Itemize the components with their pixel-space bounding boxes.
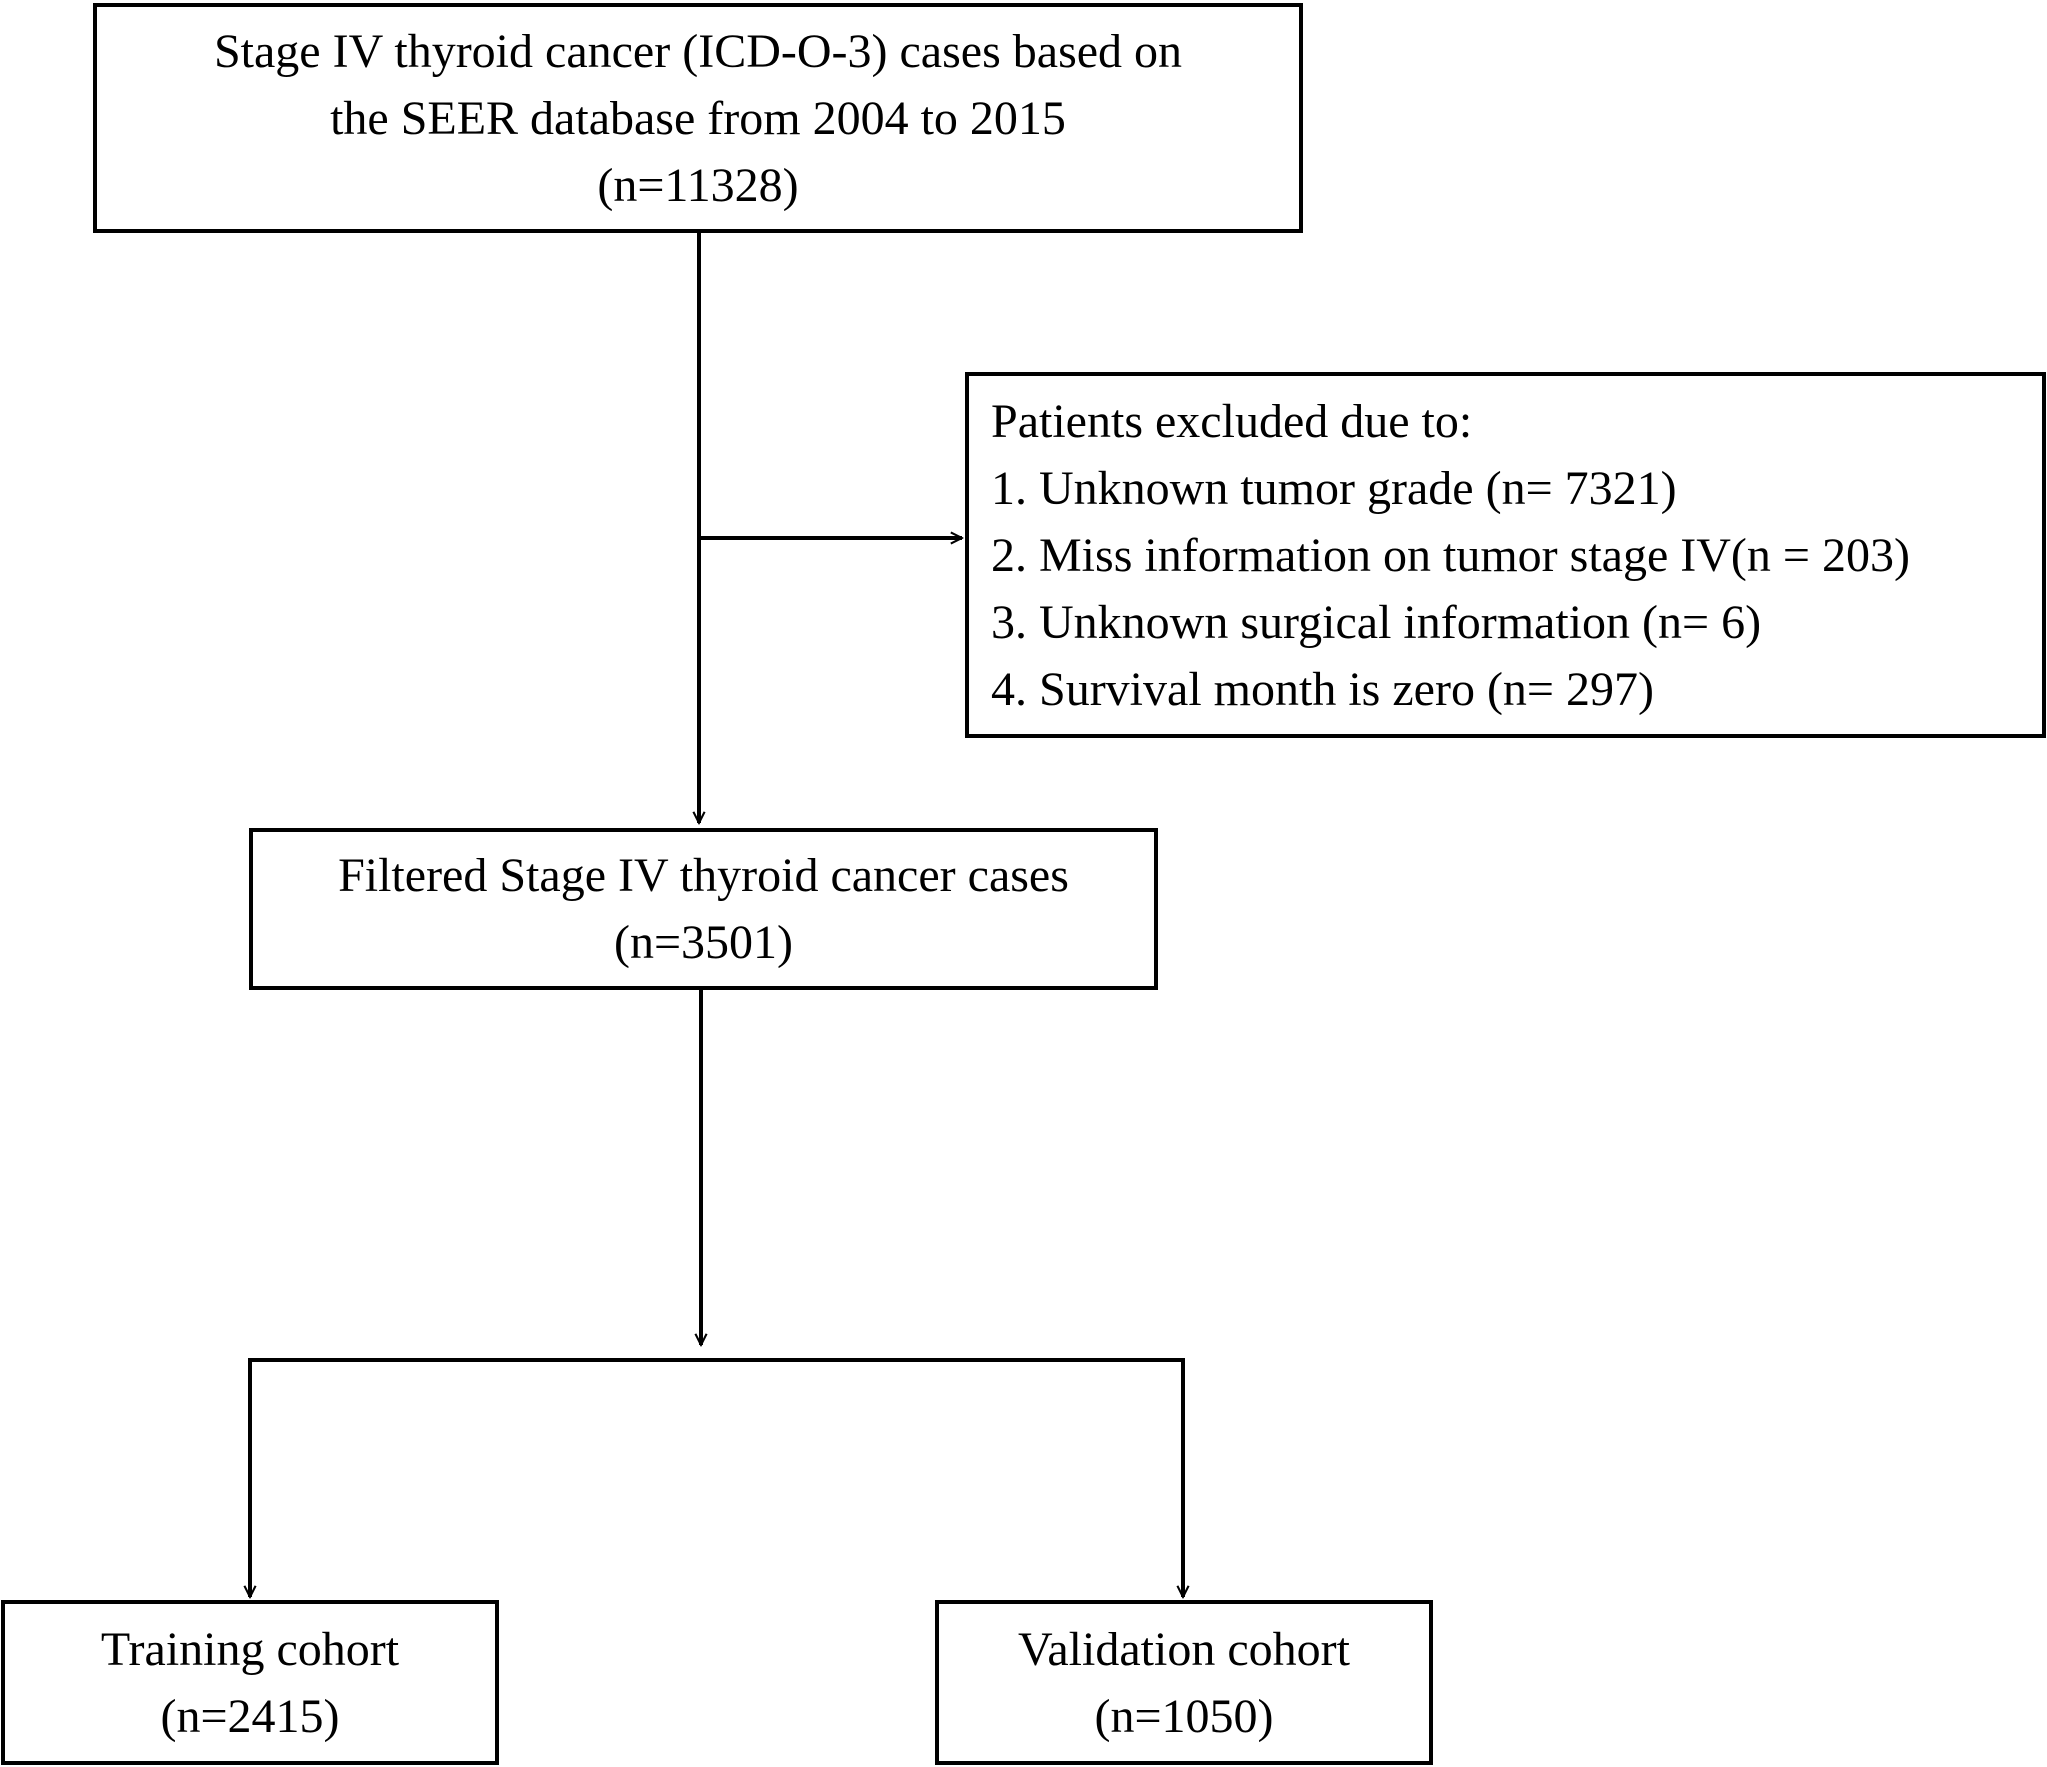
validation-line-2: (n=1050) — [1094, 1689, 1274, 1743]
filtered-cases-box: Filtered Stage IV thyroid cancer cases (… — [249, 828, 1158, 990]
excluded-patients-box: Patients excluded due to: 1. Unknown tum… — [965, 372, 2046, 738]
source-line-3: (n=11328) — [597, 158, 799, 212]
source-cases-box: Stage IV thyroid cancer (ICD-O-3) cases … — [93, 3, 1303, 233]
validation-cohort-box: Validation cohort (n=1050) — [935, 1600, 1433, 1765]
validation-line-1: Validation cohort — [1018, 1622, 1350, 1676]
source-line-2: the SEER database from 2004 to 2015 — [330, 91, 1066, 145]
excluded-reason-2: 2. Miss information on tumor stage IV(n … — [991, 528, 1910, 582]
filtered-line-1: Filtered Stage IV thyroid cancer cases — [338, 849, 1069, 902]
training-line-1: Training cohort — [100, 1622, 400, 1676]
training-cohort-box: Training cohort (n=2415) — [1, 1600, 499, 1765]
excluded-reason-1: 1. Unknown tumor grade (n= 7321) — [991, 461, 1677, 515]
excluded-heading: Patients excluded due to: — [991, 394, 1473, 448]
excluded-reason-4: 4. Survival month is zero (n= 297) — [991, 662, 1654, 716]
source-line-1: Stage IV thyroid cancer (ICD-O-3) cases … — [213, 24, 1183, 78]
training-line-2: (n=2415) — [160, 1689, 340, 1743]
filtered-line-2: (n=3501) — [613, 916, 794, 969]
excluded-reason-3: 3. Unknown surgical information (n= 6) — [991, 595, 1762, 649]
